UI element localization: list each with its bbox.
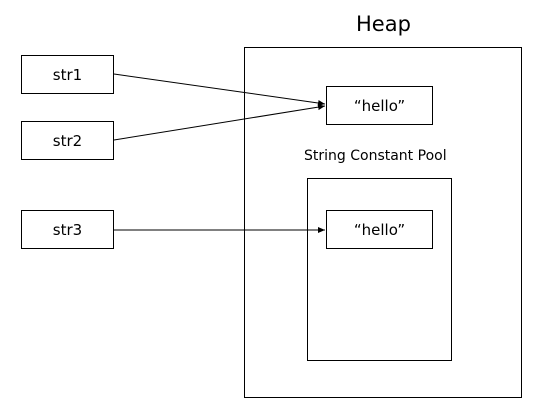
heap-title: Heap (356, 12, 411, 36)
pool-hello-object: “hello” (326, 210, 433, 249)
string-constant-pool-region (307, 178, 452, 361)
variable-str3: str3 (21, 210, 114, 249)
arrow-str1-to-heap-hello (113, 73, 326, 106)
variable-str1: str1 (21, 55, 114, 94)
heap-region (244, 47, 522, 398)
heap-hello-object: “hello” (326, 86, 433, 125)
variable-str2: str2 (21, 121, 114, 160)
arrow-str2-to-heap-hello (113, 104, 326, 141)
string-constant-pool-title: String Constant Pool (304, 148, 447, 164)
